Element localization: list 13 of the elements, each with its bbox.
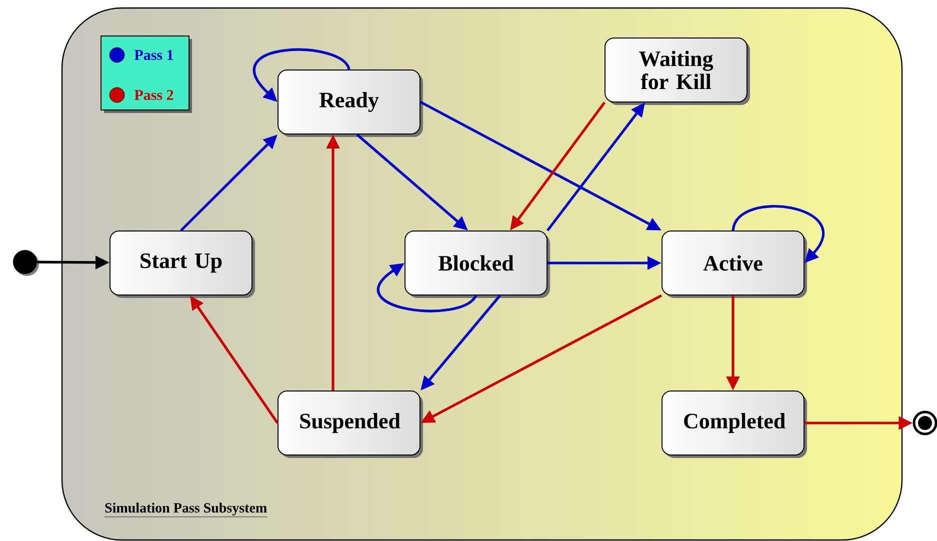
subsystem-label: Simulation Pass Subsystem [104, 502, 268, 518]
state-box: Blocked [404, 230, 550, 298]
legend-label: Pass 1 [134, 50, 174, 60]
state-box: Ready [278, 70, 423, 137]
state-box: Suspended [278, 390, 423, 458]
state-box: Start Up [110, 230, 255, 298]
final-state [912, 410, 937, 436]
state-box: Completed [662, 390, 807, 458]
arrow [377, 263, 477, 312]
state-box: Waiting for Kill [604, 38, 750, 105]
state-box: Active [662, 230, 807, 298]
legend-label: Pass 2 [134, 90, 174, 100]
initial-state [13, 250, 39, 276]
